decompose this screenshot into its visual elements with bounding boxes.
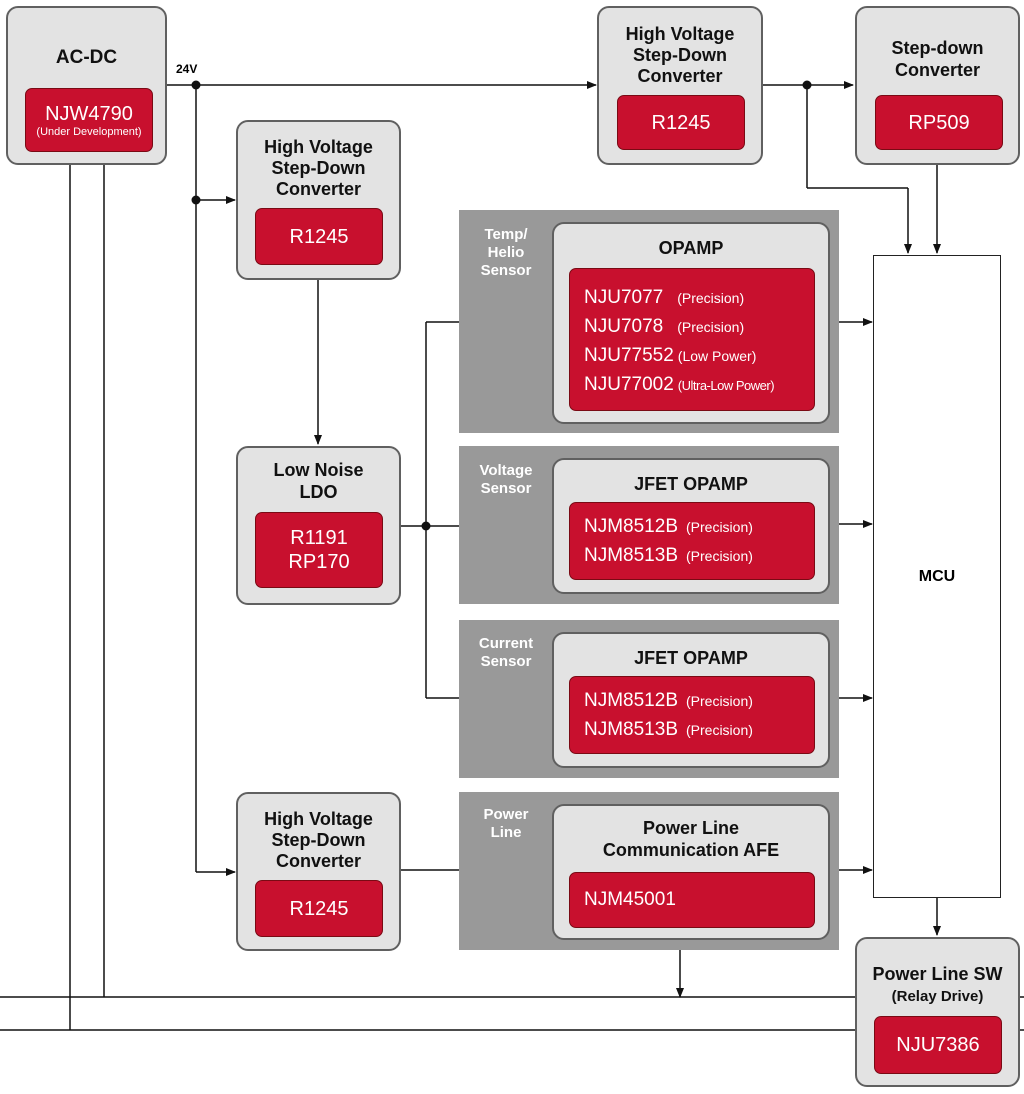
hv-converter-bottom: High Voltage Step-Down Converter R1245 <box>236 792 401 951</box>
opamp-chip: NJU7077 (Precision) NJU7078 (Precision) NJ… <box>569 268 815 411</box>
stepdown-chip: RP509 <box>875 95 1003 150</box>
power-sw-subtitle: (Relay Drive) <box>891 988 984 1005</box>
jfet-current-part-note: (Precision) <box>686 722 753 738</box>
ac-dc-part: NJW4790 <box>45 102 133 125</box>
opamp-part-note: (Precision) <box>677 319 745 335</box>
hv-bottom-title-3: Converter <box>275 851 362 871</box>
jfet-current-part-row: NJM8513B (Precision) <box>584 719 753 741</box>
plc-chip: NJM45001 <box>569 872 815 928</box>
plc-part: NJM45001 <box>584 889 676 910</box>
jfet-voltage-part-note: (Precision) <box>686 548 753 564</box>
opamp-part-row: NJU77002(Ultra-Low Power) <box>584 374 775 397</box>
power-sw-title: Power Line SW <box>872 964 1003 984</box>
hv-mid-title-1: High Voltage <box>264 137 373 157</box>
plc-title-2: Communication AFE <box>602 840 780 860</box>
jfet-voltage-part-name: NJM8513B <box>584 545 678 566</box>
jfet-current-part-row: NJM8512B (Precision) <box>584 690 753 712</box>
stepdown-part: RP509 <box>908 111 970 134</box>
mcu-label: MCU <box>918 567 956 585</box>
power-sw-chip: NJU7386 <box>874 1016 1002 1074</box>
jfet-opamp-voltage: JFET OPAMP NJM8512B (Precision) NJM8513B (… <box>552 458 830 594</box>
opamp-part-row: NJU7077 (Precision) <box>584 287 744 309</box>
low-noise-ldo: Low Noise LDO R1191 RP170 <box>236 446 401 605</box>
hv-converter-mid: High Voltage Step-Down Converter R1245 <box>236 120 401 280</box>
opamp-part-name: NJU77002 <box>584 374 674 395</box>
opamp-part-row: NJU7078 (Precision) <box>584 316 744 338</box>
ldo-part-2: RP170 <box>288 551 350 573</box>
ac-dc-block: AC-DC NJW4790 (Under Development) <box>6 6 167 165</box>
temp-sensor-label-2: Helio <box>487 244 525 261</box>
ldo-title-2: LDO <box>299 482 338 502</box>
opamp-part-row: NJU77552(Low Power) <box>584 345 756 367</box>
hv-mid-title-3: Converter <box>275 179 362 199</box>
jfet-voltage-part-note: (Precision) <box>686 519 753 535</box>
opamp-part-note: (Low Power) <box>677 348 757 364</box>
ldo-chip: R1191 RP170 <box>255 512 383 588</box>
ac-dc-note: (Under Development) <box>36 125 142 138</box>
jfet-voltage-title: JFET OPAMP <box>634 474 748 494</box>
hv-bottom-part: R1245 <box>289 897 349 920</box>
hv-mid-part: R1245 <box>289 225 349 248</box>
plc-afe-block: Power Line Communication AFE NJM45001 <box>552 804 830 940</box>
opamp-part-name: NJU7078 <box>584 316 664 337</box>
power-sw-part: NJU7386 <box>896 1034 980 1056</box>
ac-dc-title: AC-DC <box>55 47 118 68</box>
opamp-part-name: NJU77552 <box>584 345 674 366</box>
temp-sensor-label-1: Temp/ <box>484 226 528 243</box>
jfet-voltage-chip: NJM8512B (Precision) NJM8513B (Precision) <box>569 502 815 580</box>
jfet-current-part-name: NJM8513B <box>584 719 678 740</box>
hv-top-title-2: Step-Down <box>633 45 727 65</box>
jfet-current-part-name: NJM8512B <box>584 690 678 711</box>
hv-top-chip: R1245 <box>617 95 745 150</box>
stepdown-title-2: Converter <box>894 60 981 80</box>
opamp-block: OPAMP NJU7077 (Precision) NJU7078 (Precisi… <box>552 222 830 424</box>
opamp-title: OPAMP <box>658 238 724 258</box>
current-sensor-label-1: Current <box>478 635 534 652</box>
jfet-current-chip: NJM8512B (Precision) NJM8513B (Precision) <box>569 676 815 754</box>
jfet-opamp-current: JFET OPAMP NJM8512B (Precision) NJM8513B (… <box>552 632 830 768</box>
voltage-sensor-label-2: Sensor <box>480 480 532 497</box>
mcu-block: MCU <box>873 255 1001 898</box>
stepdown-title-1: Step-down <box>891 38 984 58</box>
ac-dc-chip: NJW4790 (Under Development) <box>25 88 153 152</box>
hv-top-title-1: High Voltage <box>625 24 735 44</box>
opamp-part-note: (Ultra-Low Power) <box>677 378 775 393</box>
hv-mid-title-2: Step-Down <box>271 158 366 178</box>
hv-bottom-chip: R1245 <box>255 880 383 937</box>
opamp-part-note: (Precision) <box>677 290 745 306</box>
voltage-sensor-label-1: Voltage <box>479 462 533 479</box>
jfet-voltage-part-name: NJM8512B <box>584 516 678 537</box>
jfet-voltage-part-row: NJM8512B (Precision) <box>584 516 753 538</box>
hv-bottom-title-2: Step-Down <box>271 830 366 850</box>
hv-top-title-3: Converter <box>637 66 723 86</box>
power-line-label-1: Power <box>483 806 529 823</box>
ldo-part-1: R1191 <box>290 527 348 549</box>
current-sensor-label-2: Sensor <box>480 653 532 670</box>
hv-converter-top: High Voltage Step-Down Converter R1245 <box>597 6 763 165</box>
jfet-current-title: JFET OPAMP <box>634 648 748 668</box>
plc-title-1: Power Line <box>642 818 740 838</box>
temp-sensor-label-3: Sensor <box>480 262 532 279</box>
hv-mid-chip: R1245 <box>255 208 383 265</box>
ldo-title-1: Low Noise <box>273 460 364 480</box>
hv-top-part: R1245 <box>651 111 711 134</box>
power-line-label-2: Line <box>490 824 522 841</box>
voltage-label: 24V <box>176 62 198 76</box>
jfet-voltage-part-row: NJM8513B (Precision) <box>584 545 753 567</box>
hv-bottom-title-1: High Voltage <box>264 809 373 829</box>
opamp-part-name: NJU7077 <box>584 287 664 308</box>
stepdown-converter: Step-down Converter RP509 <box>855 6 1020 165</box>
jfet-current-part-note: (Precision) <box>686 693 753 709</box>
power-line-sw: Power Line SW (Relay Drive) NJU7386 <box>855 937 1020 1087</box>
